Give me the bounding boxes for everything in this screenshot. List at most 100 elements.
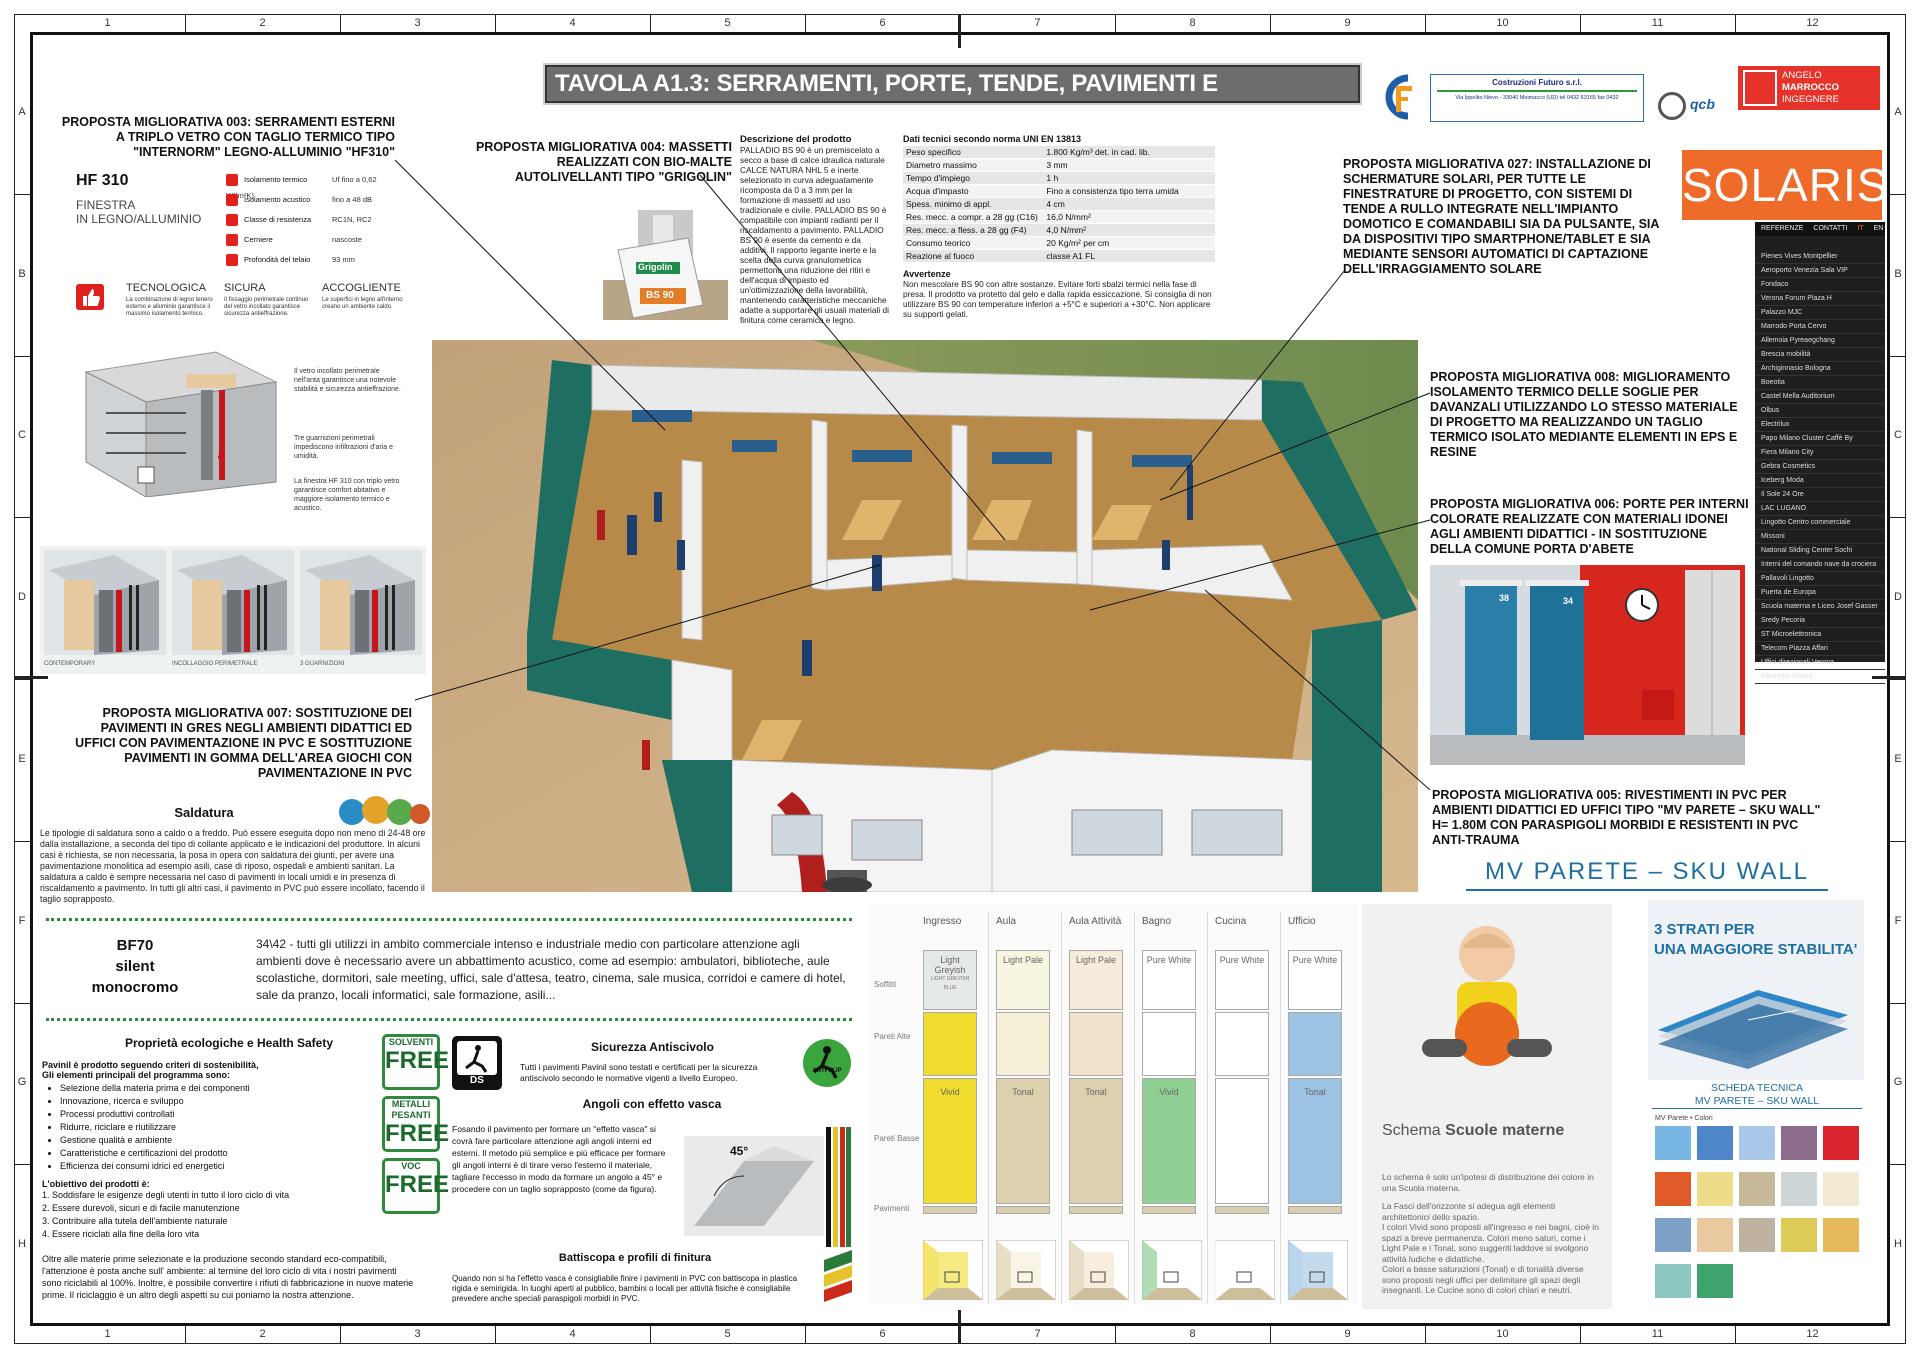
grid-column-tick: [495, 14, 496, 32]
pvc-rolls-image: [338, 792, 430, 832]
solaris-menu-item[interactable]: Aeroporto Venezia Sala VIP: [1755, 264, 1885, 278]
eco-objective: 2. Essere durevoli, sicuri e di facile m…: [42, 1203, 240, 1213]
solaris-menu-item[interactable]: Scuola materna e Liceo Josef Gasser: [1755, 600, 1885, 614]
solaris-menu-item[interactable]: LAC LUGANO: [1755, 502, 1885, 516]
grid-row-letter: C: [18, 429, 26, 442]
feature-text: La combinazione di legno tenero esterno …: [126, 297, 213, 317]
palette-swatch: [1781, 1218, 1817, 1252]
solaris-menu-item[interactable]: Marrodo Porta Cervo: [1755, 320, 1885, 334]
solaris-menu-item[interactable]: Gebra Cosmetics: [1755, 460, 1885, 474]
solaris-logo: SOLARIS: [1682, 150, 1887, 220]
grigolin-desc-title: Descrizione del prodotto: [740, 134, 852, 145]
grid-row-tick: [1890, 193, 1906, 195]
grid-column-tick: [495, 1326, 496, 1344]
center-tick-left: [14, 676, 48, 679]
solaris-menu-top-item[interactable]: REFERENZE: [1761, 225, 1804, 232]
grid-column-number: 7: [1034, 17, 1041, 29]
hf310-note2: Tre guarnizioni perimetrali impediscono …: [294, 435, 393, 460]
schema-ceiling-name: Light Pale: [1002, 955, 1044, 965]
solaris-menu-item[interactable]: ST Microelettronica: [1755, 628, 1885, 642]
grigolin-cell-value: Fino a consistenza tipo terra umida: [1043, 184, 1215, 198]
grid-column-number: 11: [1651, 17, 1664, 29]
free-badge-big: FREE: [385, 1047, 450, 1074]
solaris-menu-item[interactable]: Lingotto Centro commerciale: [1755, 516, 1885, 530]
palette-swatch: [1655, 1172, 1691, 1206]
hf310-note1: Il vetro incollato perimetrale nell'anta…: [294, 368, 401, 393]
solaris-menu-item[interactable]: Pallavoli Lingotto: [1755, 572, 1885, 586]
solaris-menu-item[interactable]: National Sliding Center Sochi: [1755, 544, 1885, 558]
schema-column-divider: [988, 912, 989, 1304]
palette-swatch: [1739, 1218, 1775, 1252]
scheda-line1: SCHEDA TECNICA: [1711, 1082, 1803, 1094]
grid-column-number: 2: [259, 1328, 266, 1340]
schema-desc2: La Fasci dell'orizzonte si adegua agli e…: [1382, 1201, 1556, 1222]
palette-swatch: [1697, 1172, 1733, 1206]
solaris-menu-item[interactable]: Papo Milano Cluster Caffè By: [1755, 432, 1885, 446]
schema-column-header: Bagno: [1142, 916, 1171, 927]
grigolin-cell-label: Spess. minimo di appl.: [903, 197, 1044, 211]
solaris-menu-item[interactable]: Sredy Pecoria: [1755, 614, 1885, 628]
schema-ceiling-name: Light Greyish: [934, 955, 966, 975]
solaris-menu-top-item[interactable]: CONTATTI: [1813, 225, 1848, 232]
solaris-menu-item[interactable]: Castel Mella Auditorium: [1755, 390, 1885, 404]
solaris-menu-item[interactable]: Olbus: [1755, 404, 1885, 418]
schema-lower-wall-swatch: [1215, 1078, 1269, 1204]
solaris-menu-item[interactable]: Fondaco: [1755, 278, 1885, 292]
schema-desc3: I colori Vivid sono proposti all'ingress…: [1382, 1222, 1599, 1264]
solaris-menu-item[interactable]: Archiginnasio Bologna: [1755, 362, 1885, 376]
proposal-006: PROPOSTA MIGLIORATIVA 006: PORTE PER INT…: [1430, 497, 1749, 556]
grid-column-number: 7: [1034, 1328, 1041, 1340]
grid-column-number: 11: [1651, 1328, 1664, 1340]
solaris-menu-item[interactable]: Electrilux: [1755, 418, 1885, 432]
center-tick-bottom: [958, 1310, 961, 1344]
grid-row-letter: F: [18, 914, 26, 927]
grid-column-tick: [1115, 1326, 1116, 1344]
eco-intro2: Gli elementi principali del programma so…: [42, 1070, 231, 1080]
solaris-menu-item[interactable]: Allemoia Pyreaegchang: [1755, 334, 1885, 348]
solaris-menu-item[interactable]: Pienes Vives Montpellier: [1755, 250, 1885, 264]
grigolin-cell-value: 1 h: [1043, 171, 1215, 185]
solaris-menu-item[interactable]: Telecom Piazza Affari: [1755, 642, 1885, 656]
spec-value: 93 mm: [332, 255, 355, 264]
schema-ceiling-name: Pure White: [1146, 955, 1192, 965]
grid-row-tick: [1890, 517, 1906, 519]
dotted-divider-top: [46, 918, 852, 921]
solaris-menu-item[interactable]: Uffici direzionali Verona: [1755, 656, 1885, 670]
solaris-menu-top-item[interactable]: EN: [1873, 225, 1884, 232]
palette-swatch: [1781, 1172, 1817, 1206]
grid-column-tick: [805, 14, 806, 32]
solaris-menu-item[interactable]: Fiera Milano City: [1755, 446, 1885, 460]
grid-row-letter: D: [1894, 591, 1902, 604]
solaris-menu-item[interactable]: Interni del comando nave da crociera: [1755, 558, 1885, 572]
grigolin-table-row: Res. mecc. a compr. a 28 gg (C16)16,0 N/…: [903, 210, 1215, 224]
solaris-menu-item[interactable]: Il Sole 24 Ore: [1755, 488, 1885, 502]
spec-label: Isolamento acustico: [244, 195, 311, 204]
grid-column-tick: [1270, 1326, 1271, 1344]
proposal-004: PROPOSTA MIGLIORATIVA 004: MASSETTI REAL…: [475, 140, 732, 184]
solaris-menu-item[interactable]: Puerta de Europa: [1755, 586, 1885, 600]
battiscopa-title: Battiscopa e profili di finitura: [558, 1252, 712, 1264]
spec-icon: [226, 234, 238, 247]
schema-column-header: Cucina: [1215, 916, 1247, 927]
solaris-menu-item[interactable]: Missoni: [1755, 530, 1885, 544]
proposal-008: PROPOSTA MIGLIORATIVA 008: MIGLIORAMENTO…: [1430, 370, 1738, 459]
solaris-menu-item[interactable]: Palazzo MJC: [1755, 306, 1885, 320]
solaris-menu-item[interactable]: Brescia mobilità: [1755, 348, 1885, 362]
solaris-menu-item[interactable]: Kilometro Rosso: [1755, 670, 1885, 684]
schema-lower-wall-label: Tonal: [1304, 1087, 1326, 1097]
door-number-2: 34: [1563, 596, 1574, 606]
grid-column-number: 12: [1806, 1328, 1819, 1340]
hf310-model: HF 310: [76, 172, 129, 189]
solaris-menu-top-item[interactable]: IT: [1857, 225, 1864, 232]
spec-value: Uf fino a 0,62 W/(m²K): [226, 175, 377, 200]
grid-column-tick: [1735, 1326, 1736, 1344]
solaris-menu-item[interactable]: Iceberg Moda: [1755, 474, 1885, 488]
solaris-menu-item[interactable]: Verona Forum Plaza H: [1755, 292, 1885, 306]
solaris-menu-item[interactable]: Boeotia: [1755, 376, 1885, 390]
